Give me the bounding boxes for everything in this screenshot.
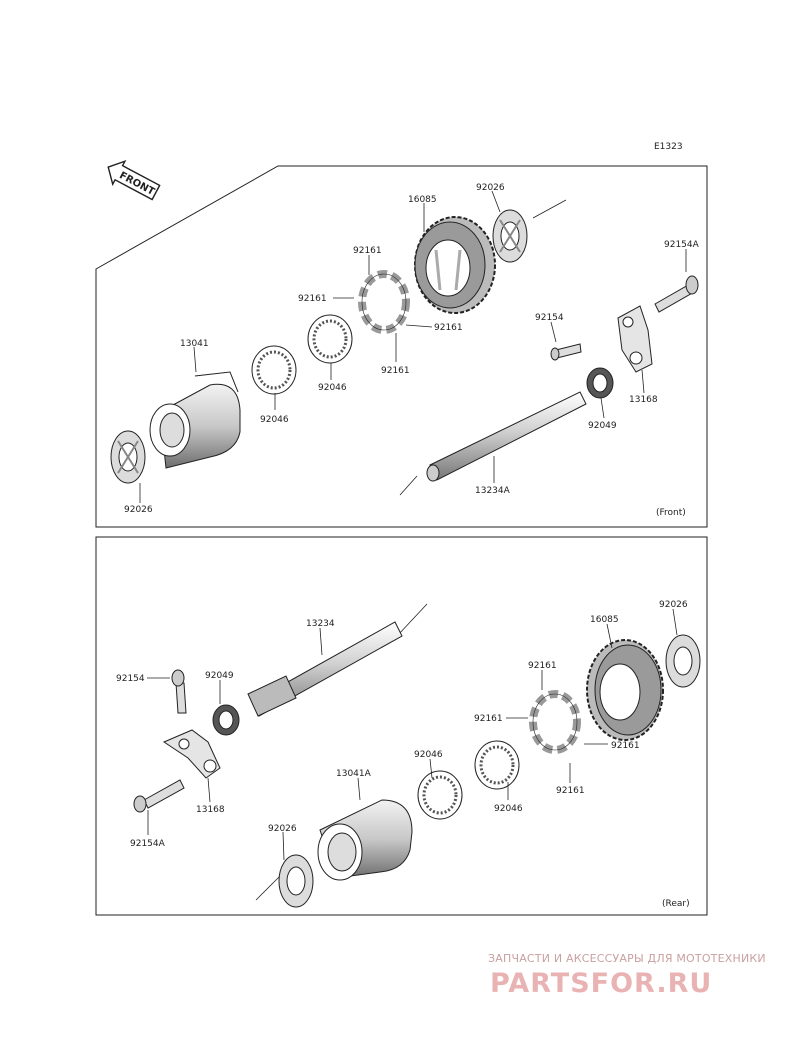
shaft-icon bbox=[247, 621, 403, 717]
section-caption: (Front) bbox=[656, 508, 686, 518]
spacer-ring-icon bbox=[529, 690, 581, 754]
gear-icon bbox=[414, 216, 496, 314]
oil-seal-icon bbox=[212, 704, 240, 736]
label-92161: 92161 bbox=[474, 714, 503, 724]
label-92049: 92049 bbox=[205, 671, 234, 681]
idler-housing-icon bbox=[317, 799, 413, 881]
label-13234A: 13234A bbox=[475, 486, 511, 496]
label-92154: 92154 bbox=[535, 313, 564, 323]
section-caption: (Rear) bbox=[662, 899, 690, 909]
gear-icon bbox=[586, 639, 664, 741]
thrust-washer-icon bbox=[110, 430, 146, 484]
label-16085: 16085 bbox=[408, 195, 437, 205]
label-13168: 13168 bbox=[629, 395, 658, 405]
label-92161: 92161 bbox=[528, 661, 557, 671]
label-92154A: 92154A bbox=[664, 240, 700, 250]
needle-bearing-icon bbox=[251, 314, 353, 395]
label-92026: 92026 bbox=[476, 183, 505, 193]
front-panel: 16085 92026 92161 92161 92161 92161 1304… bbox=[95, 165, 708, 528]
shaft-icon bbox=[426, 391, 587, 482]
label-92046: 92046 bbox=[260, 415, 289, 425]
label-92161: 92161 bbox=[611, 741, 640, 751]
label-13041A: 13041A bbox=[336, 769, 372, 779]
figure-code: E1323 bbox=[654, 142, 683, 152]
bolt-icon bbox=[133, 779, 185, 813]
rear-panel: 13234 16085 92026 92154 92049 92161 9216… bbox=[95, 536, 708, 916]
label-92026: 92026 bbox=[268, 824, 297, 834]
front-direction-arrow: FRONT bbox=[107, 160, 161, 201]
bolt-icon bbox=[550, 343, 582, 361]
label-13234: 13234 bbox=[306, 619, 335, 629]
label-92161: 92161 bbox=[353, 246, 382, 256]
watermark-logo: PARTSFOR.RU bbox=[490, 968, 712, 999]
label-13041: 13041 bbox=[180, 339, 209, 349]
spacer-ring-icon bbox=[358, 270, 410, 334]
bracket-icon bbox=[162, 729, 221, 779]
bolt-icon bbox=[654, 275, 699, 313]
idler-housing-icon bbox=[149, 371, 241, 469]
label-92026: 92026 bbox=[659, 600, 688, 610]
label-92161: 92161 bbox=[434, 323, 463, 333]
label-92161: 92161 bbox=[381, 366, 410, 376]
label-13168: 13168 bbox=[196, 805, 225, 815]
label-92026: 92026 bbox=[124, 505, 153, 515]
thrust-washer-icon bbox=[665, 634, 701, 688]
needle-bearing-icon bbox=[417, 740, 520, 820]
rear-panel-border bbox=[95, 536, 708, 916]
label-92046: 92046 bbox=[318, 383, 347, 393]
label-92049: 92049 bbox=[588, 421, 617, 431]
label-92046: 92046 bbox=[414, 750, 443, 760]
label-92161: 92161 bbox=[556, 786, 585, 796]
thrust-washer-icon bbox=[278, 854, 314, 908]
bracket-icon bbox=[617, 305, 653, 373]
label-16085: 16085 bbox=[590, 615, 619, 625]
thrust-washer-icon bbox=[492, 209, 528, 263]
label-92154: 92154 bbox=[116, 674, 145, 684]
label-92046: 92046 bbox=[494, 804, 523, 814]
label-92161: 92161 bbox=[298, 294, 327, 304]
watermark-tagline: ЗАПЧАСТИ И АКСЕССУАРЫ ДЛЯ МОТОТЕХНИКИ bbox=[488, 952, 766, 965]
oil-seal-icon bbox=[586, 367, 614, 399]
label-92154A: 92154A bbox=[130, 839, 166, 849]
front-panel-border bbox=[95, 165, 708, 528]
bolt-icon bbox=[171, 669, 187, 714]
